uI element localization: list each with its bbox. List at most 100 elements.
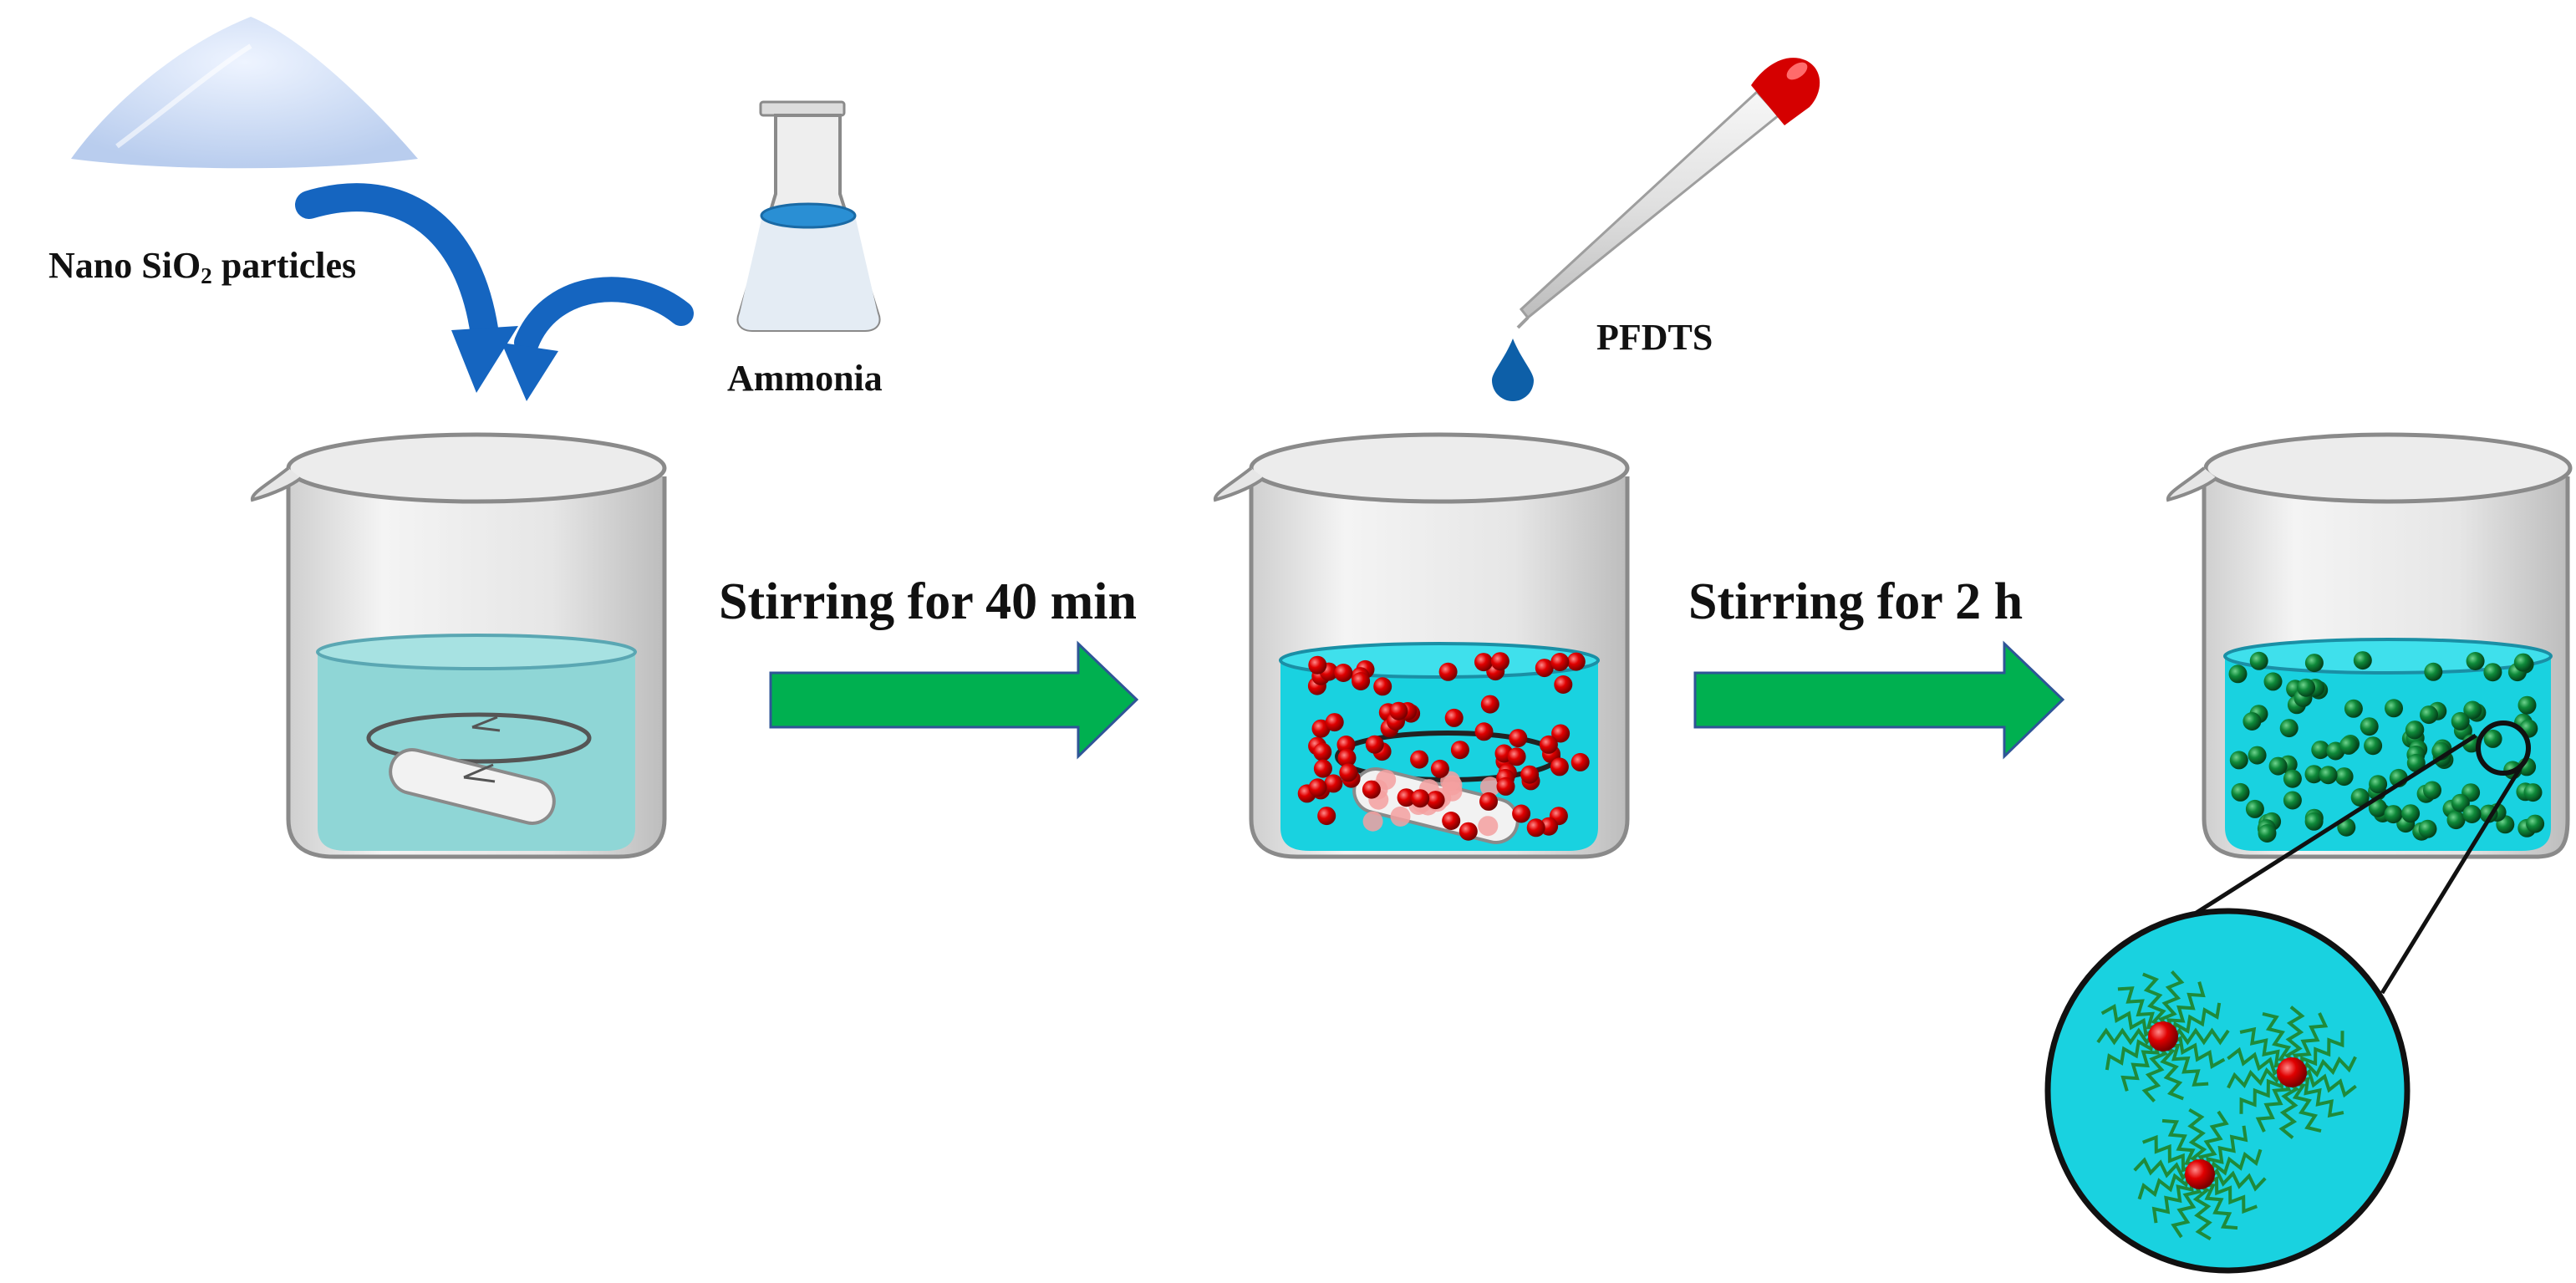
particle (2463, 700, 2482, 720)
particle (2401, 804, 2421, 823)
particle (2483, 663, 2502, 682)
particle (1554, 675, 1573, 694)
particle (1566, 652, 1586, 671)
drop-icon (1492, 339, 1534, 401)
particle (1410, 750, 1429, 769)
particle (1444, 708, 1464, 727)
particle (1442, 781, 1463, 802)
particle (1308, 655, 1327, 675)
particle (1474, 653, 1493, 672)
particle (2385, 699, 2403, 718)
particle (1373, 677, 1392, 696)
particle (1336, 736, 1356, 754)
powder-pile-icon (71, 17, 418, 169)
particle (1438, 662, 1458, 681)
nano-label-main: Nano SiO (48, 245, 201, 286)
particle (2384, 805, 2403, 824)
particle (1474, 722, 1494, 741)
particle (2418, 819, 2437, 838)
particle (1459, 822, 1478, 841)
particle (2228, 664, 2248, 684)
particle (2423, 781, 2441, 800)
erlenmeyer-flask-icon (736, 100, 881, 332)
particle (2526, 814, 2545, 833)
particle (2420, 705, 2438, 725)
particle (2243, 712, 2262, 731)
particle (2334, 767, 2354, 787)
sio2-core (2277, 1057, 2307, 1087)
particle (1397, 788, 1416, 807)
beaker-3-icon (2166, 432, 2573, 859)
particle (2466, 652, 2485, 670)
particle (1442, 812, 1461, 830)
particle (1551, 724, 1571, 743)
particle (2231, 782, 2250, 802)
particle (2364, 736, 2383, 756)
particle (2248, 746, 2267, 765)
particle (2245, 799, 2264, 818)
particle (1526, 818, 1545, 838)
step-2-label: Stirring for 2 h (1688, 573, 2024, 630)
particle (1450, 741, 1469, 760)
sio2-core (2185, 1159, 2215, 1189)
particle (2517, 695, 2537, 715)
red-particles (1297, 652, 1590, 841)
beaker-1-icon (251, 432, 667, 859)
particle (1571, 752, 1590, 771)
particle (1550, 757, 1569, 776)
particle (2304, 765, 2324, 784)
particle (1313, 742, 1332, 761)
nano-label-subscript: 2 (201, 262, 212, 288)
particle (1365, 735, 1384, 754)
particle (1507, 747, 1526, 766)
particle (1411, 789, 1430, 808)
step-1-label: Stirring for 40 min (719, 573, 1137, 630)
particle (2279, 719, 2299, 738)
curved-arrow-icon (501, 277, 694, 401)
particle (2353, 651, 2372, 670)
particle (1317, 807, 1336, 826)
particle (2451, 793, 2470, 812)
particle (1389, 701, 1408, 720)
process-arrow-2 (1693, 640, 2065, 760)
particle (1496, 776, 1515, 796)
particle (2229, 751, 2248, 770)
particle (2446, 811, 2466, 830)
green-particles (2228, 651, 2545, 843)
pfdts-label: PFDTS (1596, 317, 1713, 358)
ammonia-label: Ammonia (727, 358, 883, 399)
particle (2304, 654, 2324, 673)
zoom-callout (2044, 720, 2531, 1274)
particle (1535, 659, 1554, 678)
particle (2339, 736, 2358, 755)
particle (2462, 805, 2482, 823)
particle (2424, 662, 2443, 681)
particle (1390, 806, 1411, 827)
particle (2297, 678, 2316, 697)
particle (1362, 811, 1383, 832)
particle (1426, 791, 1445, 810)
particle (2249, 651, 2268, 670)
particle (1313, 759, 1332, 778)
particle (1339, 763, 1358, 782)
particle (2368, 798, 2387, 817)
particle (2523, 783, 2543, 802)
particle (2350, 788, 2370, 807)
particle (1479, 776, 1500, 797)
particle (1520, 765, 1540, 784)
particle (1479, 792, 1498, 811)
particle (1430, 759, 1449, 778)
particle (2360, 717, 2379, 736)
particle (2311, 741, 2330, 760)
particle (1362, 780, 1381, 799)
particle (1480, 695, 1499, 714)
particle (2263, 672, 2283, 691)
particle (2283, 791, 2302, 810)
particle (2369, 775, 2388, 794)
particle (2258, 824, 2277, 843)
sio2-core (2148, 1021, 2178, 1051)
particle (2405, 720, 2424, 740)
curved-arrow-icon (295, 183, 518, 393)
particle (2304, 812, 2324, 831)
